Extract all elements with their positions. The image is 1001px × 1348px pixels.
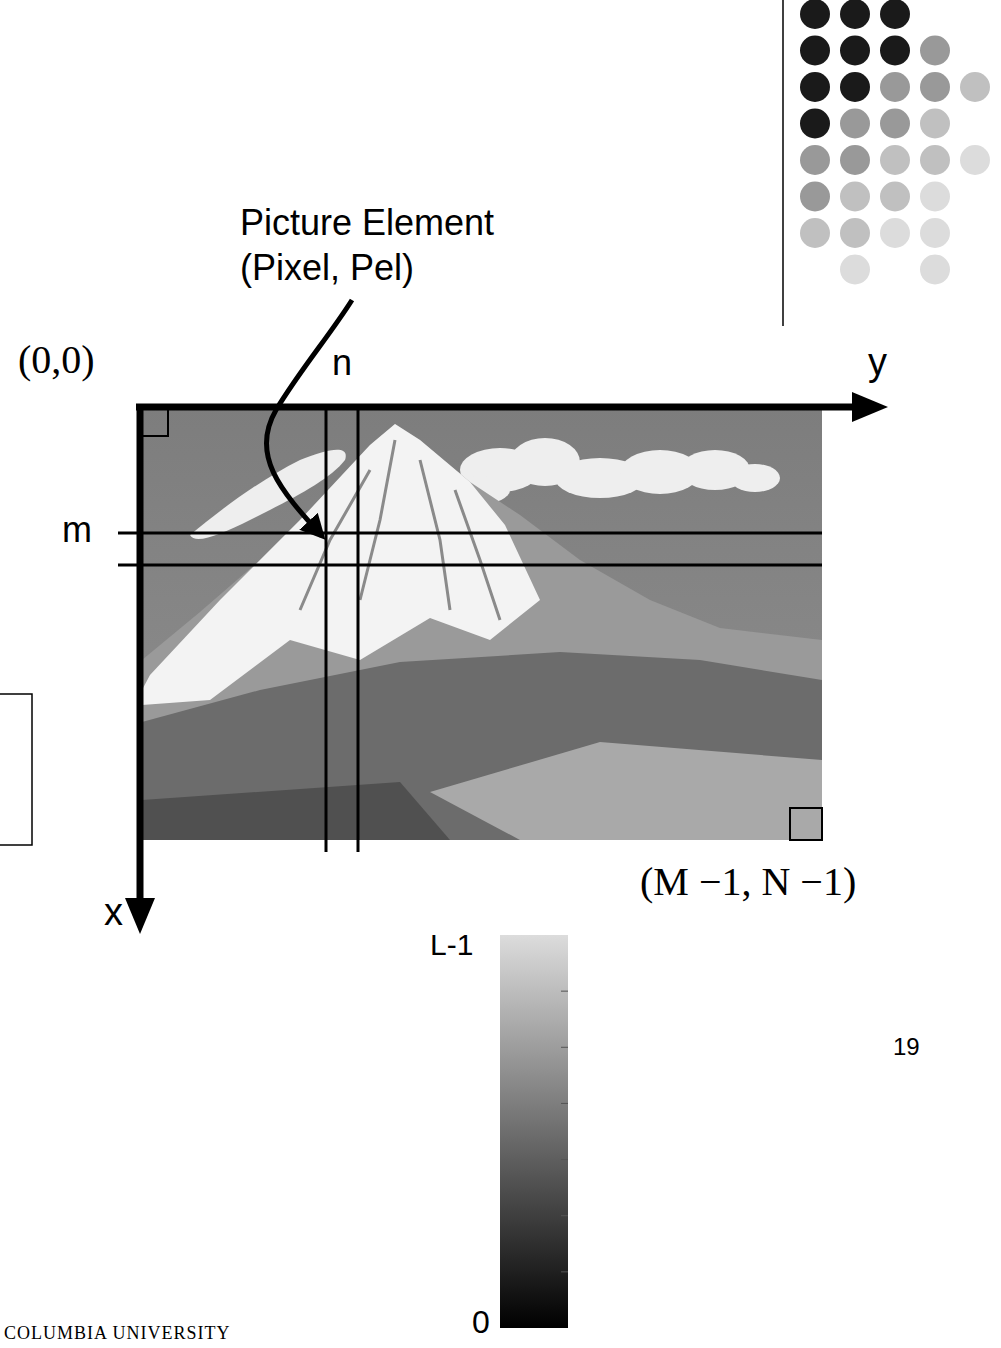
decor-dot xyxy=(800,109,830,139)
page-number: 19 xyxy=(893,1035,920,1059)
side-box xyxy=(0,694,32,845)
decor-dot xyxy=(840,0,870,29)
decor-dot xyxy=(800,145,830,175)
decor-dot xyxy=(880,0,910,29)
bar-tick xyxy=(561,1103,568,1104)
bar-tick xyxy=(561,1159,568,1160)
mountain-body xyxy=(142,424,822,840)
callout-arrow xyxy=(266,300,352,536)
lower-slope xyxy=(142,652,822,840)
decor-dot xyxy=(960,72,990,102)
decor-dot xyxy=(800,182,830,212)
mountain-photo xyxy=(142,407,822,840)
origin-pixel xyxy=(142,409,168,436)
grayscale-ticks xyxy=(561,991,568,1272)
decor-dot xyxy=(880,109,910,139)
divider-line xyxy=(782,0,784,326)
axes xyxy=(125,392,888,934)
decor-dot xyxy=(800,218,830,248)
foreground-field xyxy=(430,742,822,840)
decor-dot xyxy=(880,145,910,175)
foreground-shadow xyxy=(142,782,450,840)
axis-label: x xyxy=(104,893,123,931)
decor-dot xyxy=(880,218,910,248)
bar-tick xyxy=(561,1047,568,1048)
grayscale-bar xyxy=(500,935,568,1328)
decor-dot xyxy=(920,255,950,285)
decor-dot xyxy=(840,109,870,139)
decor-dot xyxy=(880,36,910,66)
decor-dot xyxy=(920,36,950,66)
pixel-grid-lines xyxy=(118,407,822,852)
origin-label: (0,0) xyxy=(18,340,95,380)
decor-dot xyxy=(840,145,870,175)
decor-dot xyxy=(920,145,950,175)
bar-tick xyxy=(561,1271,568,1272)
row-index: m xyxy=(62,512,92,548)
bar-tick xyxy=(561,991,568,992)
decor-dot xyxy=(920,109,950,139)
decor-dot xyxy=(880,182,910,212)
corner-label: (M −1, N −1) xyxy=(640,862,856,902)
decor-dot xyxy=(840,255,870,285)
decor-dot xyxy=(960,145,990,175)
decor-dot xyxy=(800,36,830,66)
gray-max-label: L-1 xyxy=(430,930,473,960)
bar-tick xyxy=(561,1215,568,1216)
university-name: COLUMBIA UNIVERSITY xyxy=(4,1324,231,1342)
axis-label: y xyxy=(868,343,887,381)
column-index: n xyxy=(332,345,352,381)
decor-dot xyxy=(920,72,950,102)
decor-dot xyxy=(840,72,870,102)
decor-dot xyxy=(880,72,910,102)
gray-min-label: 0 xyxy=(472,1306,490,1338)
decor-dot xyxy=(800,0,830,29)
decor-dot xyxy=(840,36,870,66)
decor-dot xyxy=(920,218,950,248)
callout-label: Picture Element (Pixel, Pel) xyxy=(240,200,540,290)
decor-dot xyxy=(800,72,830,102)
dot-pattern xyxy=(800,0,990,285)
decor-dot xyxy=(920,182,950,212)
last-pixel xyxy=(790,808,822,840)
sky xyxy=(142,407,822,840)
snow-streaks xyxy=(300,440,500,620)
decor-dot xyxy=(840,182,870,212)
decor-dot xyxy=(840,218,870,248)
